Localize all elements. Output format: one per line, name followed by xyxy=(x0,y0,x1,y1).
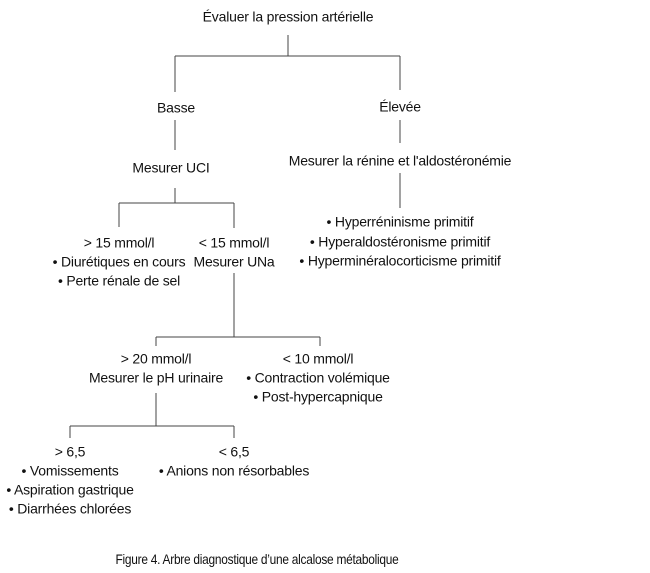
list-item: • Vomissements xyxy=(21,462,119,479)
figure-caption-text: Figure 4. Arbre diagnostique d’une alcal… xyxy=(115,551,399,567)
list-item: • Anions non résorbables xyxy=(158,462,310,479)
list-item: • Diurétiques en cours xyxy=(52,253,186,270)
node-una-low-threshold: < 10 mmol/l xyxy=(282,350,354,367)
node-basse: Basse xyxy=(157,99,195,116)
connector-uci xyxy=(118,188,235,228)
list-item: • Diarrhées chlorées xyxy=(8,500,132,517)
node-mesurer-una: Mesurer UNa xyxy=(193,253,275,270)
figure-caption: Figure 4. Arbre diagnostique d’une alcal… xyxy=(91,551,424,567)
node-ucl-low-threshold: < 15 mmol/l xyxy=(198,234,270,251)
list-item: • Aspiration gastrique xyxy=(6,481,134,498)
list-item: • Post-hypercapnique xyxy=(253,388,383,405)
node-mesurer-ph: Mesurer le pH urinaire xyxy=(88,369,224,386)
node-elevee: Élevée xyxy=(379,98,421,115)
node-una-high-threshold: > 20 mmol/l xyxy=(120,350,192,367)
node-mesurer-renine: Mesurer la rénine et l'aldostéronémie xyxy=(288,152,512,169)
list-item: • Hyperaldostéronisme primitif xyxy=(309,233,491,250)
list-item: • Hyperréninisme primitif xyxy=(326,213,474,230)
list-item: • Hyperminéralocorticisme primitif xyxy=(299,252,501,269)
node-ucl-high-threshold: > 15 mmol/l xyxy=(83,234,155,251)
node-ph-high-threshold: > 6,5 xyxy=(54,443,86,460)
node-mesurer-uci: Mesurer UCI xyxy=(132,159,210,176)
list-item: • Contraction volémique xyxy=(246,369,390,386)
connector-una xyxy=(155,273,321,346)
node-ph-low-threshold: < 6,5 xyxy=(218,443,250,460)
root-node: Évaluer la pression artérielle xyxy=(202,8,374,25)
list-item: • Perte rénale de sel xyxy=(57,272,181,289)
connector-root xyxy=(174,35,401,92)
connector-ph xyxy=(69,393,235,438)
